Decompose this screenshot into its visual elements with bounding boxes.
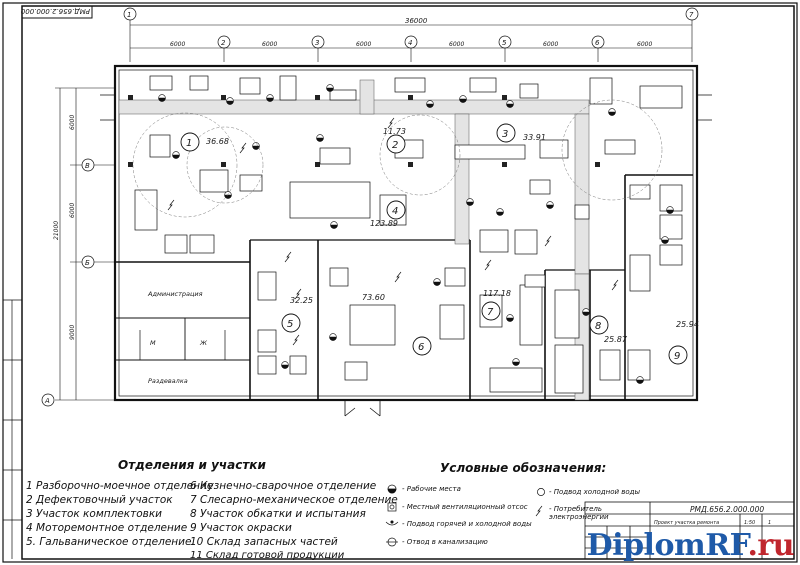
area-r6: 73.60	[362, 293, 385, 302]
room-num-1: 1	[186, 138, 192, 149]
room-num-3: 3	[502, 129, 508, 140]
legend-symbols	[385, 484, 545, 547]
label-wc-m: М	[150, 339, 156, 347]
axis-5: 5	[502, 39, 507, 47]
axis-4: 4	[408, 39, 412, 47]
department-item: 1 Разборочно-моечное отделение	[26, 480, 214, 492]
gates	[100, 94, 712, 417]
label-locker: Раздевалка	[148, 377, 188, 385]
department-item: 8 Участок обкатки и испытания	[190, 508, 366, 520]
stamp-title: Проект участка ремонта	[654, 520, 719, 526]
axis-3: 3	[315, 39, 319, 47]
area-r5: 32.25	[290, 296, 313, 305]
dim-bay-2: 6000	[262, 41, 277, 48]
room-num-8: 8	[595, 321, 601, 332]
crane-coverage	[132, 99, 663, 218]
department-item: 10 Склад запасных частей	[190, 536, 338, 548]
axis-bubbles-top	[123, 7, 699, 49]
legend-item-ventilation: - Местный вентиляционный отсос	[402, 503, 528, 511]
legend-item-workplace: - Рабочие места	[402, 485, 461, 493]
area-r1: 36.68	[206, 137, 229, 146]
room-num-5: 5	[287, 319, 293, 330]
area-r9: 25.94	[676, 320, 699, 329]
doc-code-box	[21, 5, 93, 19]
department-item: 5. Гальваническое отделение.	[26, 536, 195, 548]
department-item: 3 Участок комплектовки	[26, 508, 163, 520]
dim-total-length: 36000	[405, 17, 428, 25]
department-item: 11 Склад готовой продукции	[190, 550, 345, 561]
department-item: 6 Кузнечно-сварочное отделение	[190, 480, 377, 492]
legend-item-cold-water: - Подвод холодной воды	[549, 488, 641, 496]
axis-v: В	[85, 162, 90, 170]
title-block	[584, 501, 795, 560]
dim-bay-5: 6000	[543, 41, 558, 48]
equipment	[134, 75, 683, 394]
departments-heading: Отделения и участки	[118, 458, 266, 472]
axis-6: 6	[595, 39, 600, 47]
dim-span-b: 6000	[69, 203, 76, 218]
area-r8: 25.87	[604, 335, 628, 344]
area-r7: 117.18	[483, 289, 511, 298]
legend-item-hot-cold-water: - Подвод горячей и холодной воды	[402, 520, 532, 528]
label-wc-f: Ж	[199, 339, 208, 347]
legend-heading: Условные обозначения:	[440, 461, 607, 475]
label-admin: Администрация	[147, 290, 203, 298]
room-num-4: 4	[392, 206, 398, 217]
axis-2: 2	[221, 39, 226, 47]
axis-7: 7	[689, 11, 694, 19]
room-num-7: 7	[487, 307, 494, 318]
dim-bay-1: 6000	[170, 41, 185, 48]
legend-item-power: - Потребитель электроэнергии	[549, 505, 609, 521]
dim-bay-6: 6000	[637, 41, 652, 48]
axis-bubbles-left	[41, 158, 95, 407]
dim-total-width: 21000	[53, 221, 60, 240]
room-num-9: 9	[674, 351, 680, 362]
room-num-6: 6	[418, 342, 424, 353]
watermark-domain: .ru	[747, 528, 794, 563]
axis-a: А	[44, 397, 50, 405]
dim-bay-4: 6000	[449, 41, 464, 48]
workstation-symbols	[158, 84, 674, 384]
department-item: 9 Участок окраски	[190, 522, 292, 534]
left-dimensions	[55, 87, 115, 401]
department-item: 2 Дефектовочный участок	[26, 494, 173, 506]
watermark-logo[interactable]: DiplomRF.ru	[586, 528, 795, 563]
watermark-text: DiplomRF	[586, 528, 748, 563]
axis-b: Б	[85, 259, 90, 267]
dim-span-c: 9000	[69, 325, 76, 340]
power-consumer-symbols	[167, 117, 619, 346]
area-r4: 123.89	[370, 219, 398, 228]
stamp-scale: 1:50	[744, 520, 755, 526]
department-item: 7 Слесарно-механическое отделение	[190, 494, 398, 506]
transport-aisle	[118, 79, 590, 401]
dim-bay-3: 6000	[356, 41, 371, 48]
stamp-code: РМД.656.2.000.000	[690, 505, 764, 514]
doc-code-top: РМД.656.2.000.000	[20, 7, 90, 15]
legend-item-sewer: - Отвод в канализацию	[402, 538, 488, 546]
area-r3: 33.91	[523, 133, 546, 142]
axis-1: 1	[127, 11, 131, 19]
dim-span-a: 6000	[69, 115, 76, 130]
room-num-2: 2	[392, 140, 398, 151]
inner-frame	[21, 5, 795, 560]
room-number-circles	[180, 123, 688, 365]
area-r2: 11.73	[383, 127, 406, 136]
department-item: 4 Моторемонтное отделение	[26, 522, 188, 534]
stamp-sheet: 1	[768, 520, 771, 526]
